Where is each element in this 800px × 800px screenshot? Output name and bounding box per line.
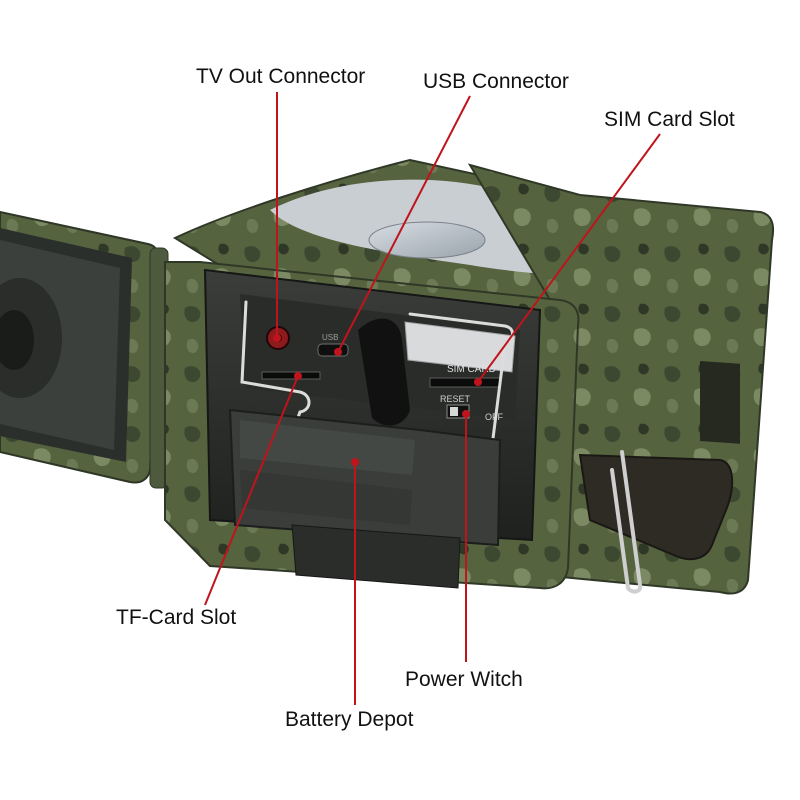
strap-buckle [610,450,643,594]
leader-line-sim [477,133,661,383]
label-battery-depot: Battery Depot [285,708,414,731]
battery-tray-bottom [291,524,461,589]
tf-card-slot [261,371,321,380]
label-tf-card-slot: TF-Card Slot [116,606,237,629]
mounting-strap [578,453,734,561]
label-power-witch: Power Witch [405,668,523,691]
velcro-strap [358,318,410,426]
sim-card-slot [429,377,501,388]
sim-card-print: SIM CARD [447,364,496,375]
side-vent [700,360,740,444]
leader-line-tf [204,375,299,606]
leader-line-usb [337,95,471,353]
lens-window [368,221,486,259]
usb-print: USB [322,333,338,342]
label-tv-out-connector: TV Out Connector [196,65,366,88]
sim-card-cover [404,321,516,373]
label-usb-connector: USB Connector [423,70,569,93]
camera-body: USB SIM CARD RESET OFF [0,158,775,595]
label-sim-card-slot: SIM Card Slot [604,108,735,131]
usb-port [317,343,349,357]
leader-lines [204,92,661,705]
reset-print: RESET [440,394,471,404]
